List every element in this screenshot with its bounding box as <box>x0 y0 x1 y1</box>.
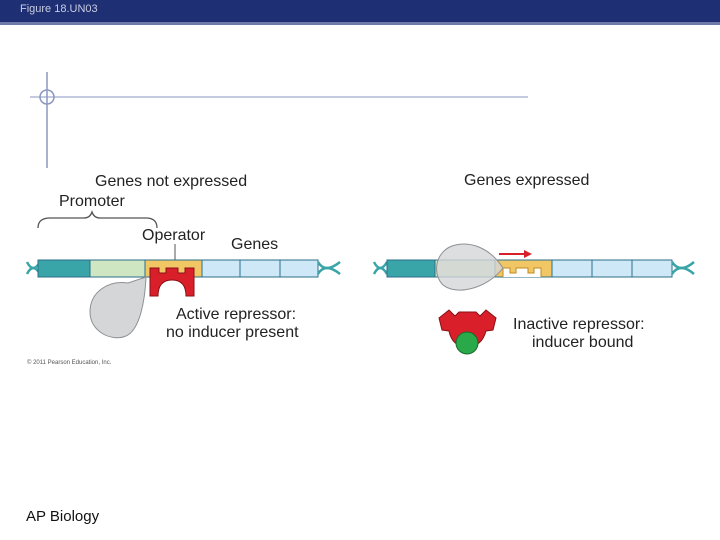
operator-label: Operator <box>142 227 206 244</box>
promoter-brace <box>37 209 158 229</box>
copyright-note: © 2011 Pearson Education, Inc. <box>27 360 112 366</box>
rna-polymerase-right <box>436 243 504 291</box>
inducer-molecule <box>455 331 479 355</box>
rna-polymerase-left <box>89 276 147 339</box>
inactive-repressor <box>438 309 497 355</box>
gene-block <box>239 259 281 278</box>
active-repressor-caption-2: no inducer present <box>166 324 299 341</box>
active-repressor-caption-1: Active repressor: <box>176 306 297 323</box>
promoter-block <box>386 259 436 278</box>
left-heading: Genes not expressed <box>95 173 248 190</box>
inactive-repressor-caption-1: Inactive repressor: <box>513 316 645 333</box>
right-heading: Genes expressed <box>464 172 590 189</box>
gene-block <box>551 259 593 278</box>
genes-label: Genes <box>231 236 279 253</box>
promoter-label: Promoter <box>59 193 125 210</box>
footer-label: AP Biology <box>26 508 100 525</box>
transcription-arrow <box>499 250 532 258</box>
crosshair-decoration <box>30 72 528 168</box>
title-bar-strip <box>0 22 720 25</box>
title-bar: Figure 18.UN03 <box>0 0 720 22</box>
gene-block <box>279 259 319 278</box>
inactive-repressor-caption-2: inducer bound <box>532 334 634 351</box>
promoter-block <box>37 259 91 278</box>
active-repressor <box>149 267 195 297</box>
dna-green-block <box>89 259 146 278</box>
gene-block <box>631 259 673 278</box>
dna-strand-right <box>372 259 695 278</box>
gene-block <box>591 259 633 278</box>
figure-label: Figure 18.UN03 <box>20 3 98 15</box>
operator-notch <box>502 267 542 277</box>
gene-block <box>201 259 241 278</box>
